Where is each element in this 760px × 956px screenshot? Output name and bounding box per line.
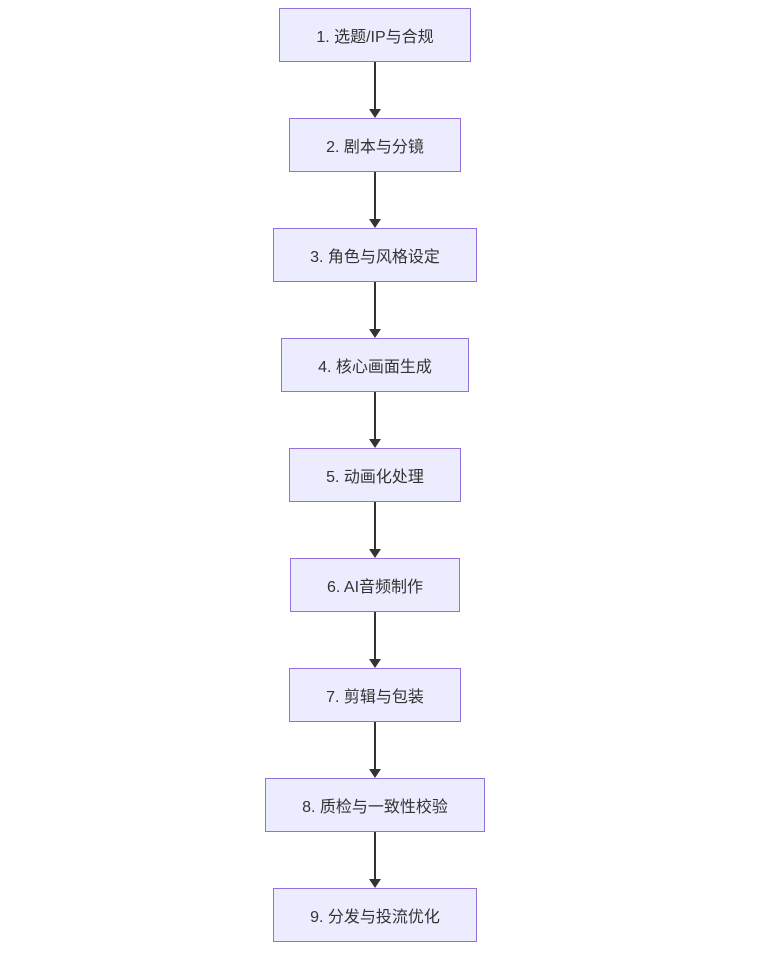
arrow-line [374,502,376,549]
flow-node-label: 1. 选题/IP与合规 [316,29,434,46]
arrow-line [374,62,376,109]
flow-node-label: 8. 质检与一致性校验 [302,799,448,816]
flow-node-label: 4. 核心画面生成 [318,359,432,376]
arrow-line [374,612,376,659]
flow-node: 6. AI音频制作 [289,558,461,612]
arrow-head-icon [369,329,381,338]
flow-node: 4. 核心画面生成 [281,338,469,392]
flow-node-label: 2. 剧本与分镜 [326,139,424,156]
arrow-line [374,172,376,219]
flowchart: 1. 选题/IP与合规 2. 剧本与分镜 3. 角色与风格设定 4. 核心画面生… [265,8,485,942]
flow-node-label: 6. AI音频制作 [326,579,424,596]
flow-node: 2. 剧本与分镜 [289,118,461,172]
flow-node-label: 3. 角色与风格设定 [310,249,440,266]
flow-arrow [369,62,381,118]
flow-node: 1. 选题/IP与合规 [279,8,471,62]
arrow-line [374,832,376,879]
arrow-head-icon [369,769,381,778]
flow-arrow [369,172,381,228]
flow-node-label: 5. 动画化处理 [326,469,424,486]
arrow-head-icon [369,439,381,448]
flow-arrow [369,722,381,778]
flow-arrow [369,612,381,668]
flow-arrow [369,282,381,338]
flow-arrow [369,502,381,558]
arrow-head-icon [369,549,381,558]
flow-arrow [369,832,381,888]
flow-node-label: 7. 剪辑与包装 [326,689,424,706]
flow-node: 9. 分发与投流优化 [273,888,477,942]
arrow-line [374,282,376,329]
flow-node: 8. 质检与一致性校验 [265,778,485,832]
flow-node-label: 9. 分发与投流优化 [310,909,440,926]
arrow-head-icon [369,109,381,118]
flow-node: 3. 角色与风格设定 [273,228,477,282]
arrow-head-icon [369,219,381,228]
flow-node: 5. 动画化处理 [289,448,461,502]
arrow-head-icon [369,659,381,668]
flow-arrow [369,392,381,448]
arrow-line [374,392,376,439]
arrow-line [374,722,376,769]
arrow-head-icon [369,879,381,888]
flow-node: 7. 剪辑与包装 [289,668,461,722]
